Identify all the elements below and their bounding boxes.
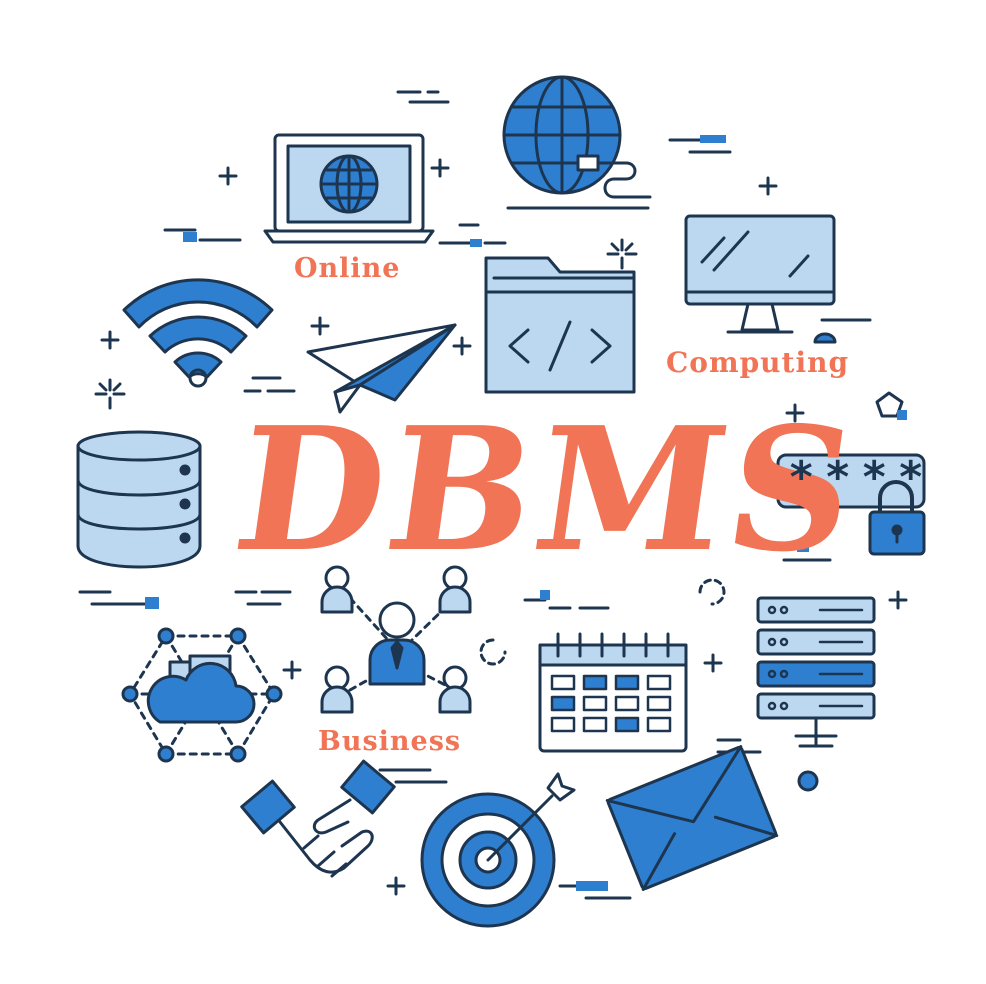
computing-label: Computing xyxy=(666,346,850,379)
code-folder-icon xyxy=(484,256,636,394)
paper-plane-icon xyxy=(306,323,457,414)
business-label: Business xyxy=(318,726,462,757)
server-rack-icon xyxy=(756,596,876,748)
globe-icon xyxy=(502,75,652,210)
desktop-monitor-icon xyxy=(684,214,837,344)
wifi-icon xyxy=(122,278,274,388)
database-icon xyxy=(76,430,202,569)
cloud-network-icon xyxy=(121,627,283,763)
laptop-globe-icon xyxy=(263,133,435,244)
calendar-icon xyxy=(538,632,688,753)
team-member-avatar xyxy=(320,665,354,714)
online-label: Online xyxy=(294,253,401,284)
business-team-icon xyxy=(320,565,472,714)
team-member-avatar xyxy=(320,565,354,614)
team-leader-avatar xyxy=(368,601,426,686)
team-member-avatar xyxy=(438,665,472,714)
decorative-marks xyxy=(78,90,908,900)
target-icon xyxy=(420,772,576,928)
padlock-icon xyxy=(868,480,926,556)
password-mask-text: **** xyxy=(788,452,934,503)
team-member-avatar xyxy=(438,565,472,614)
dbms-title: DBMS xyxy=(223,390,871,590)
password-field-icon xyxy=(776,453,926,509)
handshake-icon xyxy=(240,759,396,878)
envelope-icon xyxy=(605,745,779,891)
